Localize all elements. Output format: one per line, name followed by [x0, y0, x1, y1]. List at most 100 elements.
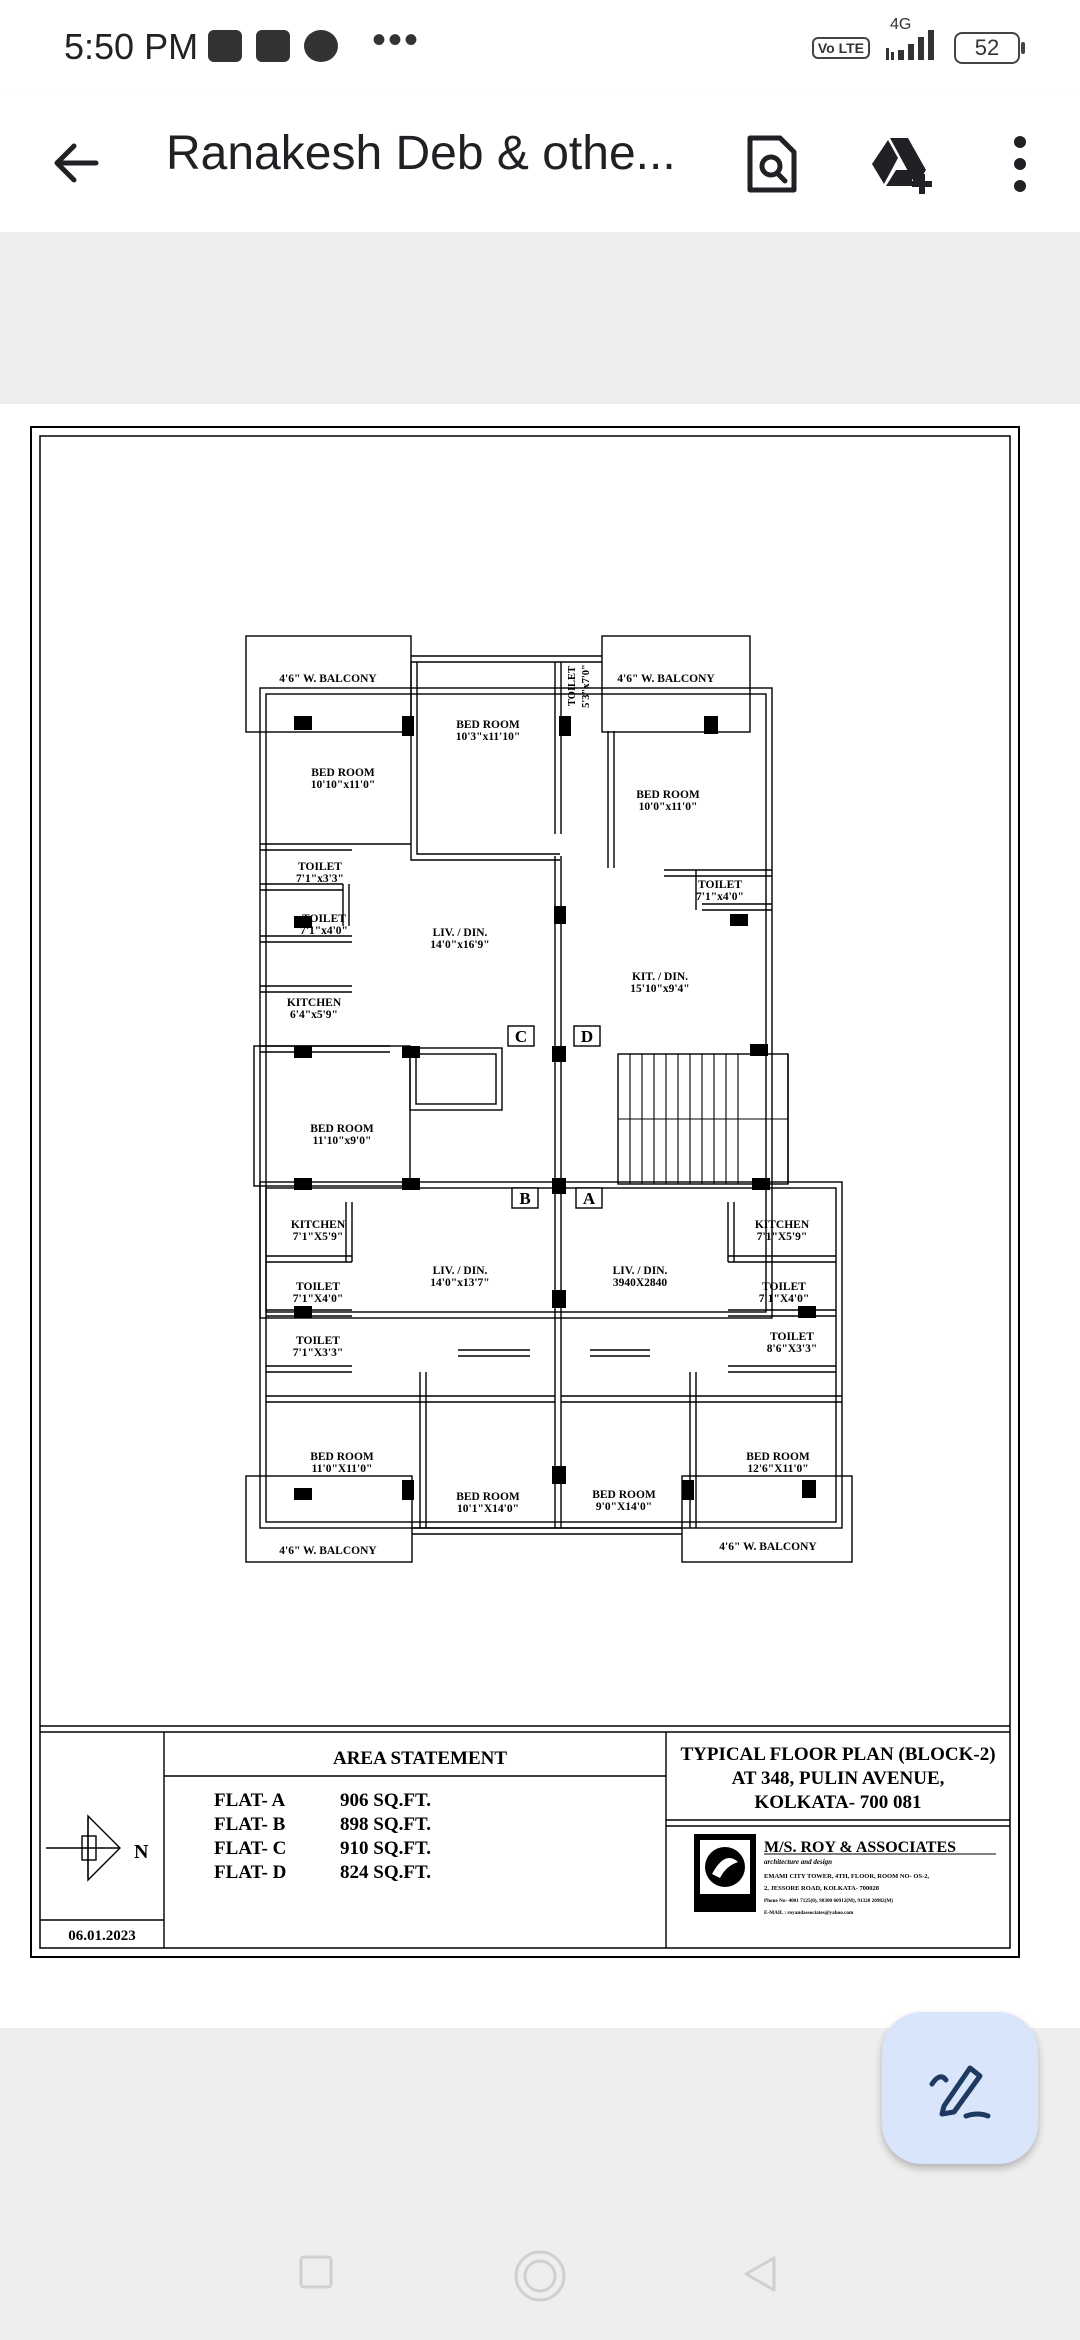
room-dimension: 7'1"x4'0": [696, 891, 744, 903]
pdf-page[interactable]: C D B A 4'6" W. BALCONY 4'6" W. BALCONY …: [0, 404, 1080, 2028]
room-dimension: 11'10"x9'0": [313, 1135, 372, 1147]
room-label: TOILET: [770, 1331, 814, 1343]
room-dimension: 7'1"x4'0": [300, 925, 348, 937]
back-nav-icon[interactable]: [742, 2254, 778, 2294]
room-dimension: 7'1"X4'0": [293, 1293, 343, 1305]
area-value: 824 SQ.FT.: [340, 1862, 431, 1883]
area-statement-title: AREA STATEMENT: [333, 1748, 507, 1769]
firm-address: 2, JESSORE ROAD, KOLKATA- 700028: [764, 1885, 880, 1892]
room-dimension: 14'0"x13'7": [430, 1277, 489, 1289]
room-label: BED ROOM: [456, 719, 520, 731]
network-type: 4G: [890, 16, 912, 33]
status-time: 5:50 PM: [64, 26, 199, 67]
room-dimension: 14'0"x16'9": [430, 939, 489, 951]
room-dimension: 7'1"x3'3": [296, 873, 344, 885]
status-right: Vo LTE 4G 52: [811, 16, 1025, 67]
edit-pen-icon: [929, 2065, 991, 2119]
room-label: BED ROOM: [311, 767, 375, 779]
status-bar: 5:50 PM ••• Vo LTE 4G 52: [0, 0, 1080, 96]
battery-icon: 52: [954, 31, 1025, 64]
balcony-label: 4'6" W. BALCONY: [719, 1541, 817, 1553]
signal-icon: 4G: [884, 16, 940, 67]
room-label: KIT. / DIN.: [632, 971, 688, 983]
flat-tag-b: B: [519, 1189, 530, 1208]
balcony-label: 4'6" W. BALCONY: [279, 1545, 377, 1557]
volte-badge: Vo LTE: [811, 36, 870, 59]
add-to-drive-icon[interactable]: [866, 128, 938, 200]
system-nav-bar: [0, 2220, 1080, 2340]
room-label: TOILET: [302, 913, 346, 925]
area-flat: FLAT- B: [214, 1814, 286, 1835]
room-label: TOILET: [296, 1281, 340, 1293]
firm-address: EMAMI CITY TOWER, 4TH, FLOOR, ROOM NO- O…: [764, 1873, 929, 1880]
north-label: N: [134, 1841, 149, 1863]
room-dimension: 10'1"X14'0": [457, 1503, 519, 1515]
room-dimension: 7'1"X4'0": [759, 1293, 809, 1305]
room-dimension: 11'0"X11'0": [312, 1463, 373, 1475]
room-label: BED ROOM: [636, 789, 700, 801]
balcony-label: 4'6" W. BALCONY: [279, 673, 377, 685]
area-flat: FLAT- A: [214, 1790, 286, 1811]
room-label: BED ROOM: [310, 1451, 374, 1463]
room-dimension: 8'6"X3'3": [767, 1343, 817, 1355]
recents-icon[interactable]: [298, 2254, 334, 2290]
edit-fab[interactable]: [882, 2012, 1038, 2164]
notification-icons: [208, 30, 338, 62]
area-flat: FLAT- D: [214, 1862, 286, 1883]
room-dimension: 6'4"x5'9": [290, 1009, 338, 1021]
room-dimension: 5'3"x7'0": [581, 664, 592, 708]
firm-logo: [694, 1834, 756, 1912]
balcony-label: 4'6" W. BALCONY: [617, 673, 715, 685]
room-dimension: 7'1"X5'9": [757, 1231, 807, 1243]
more-options-icon[interactable]: [984, 128, 1056, 200]
room-label: TOILET: [698, 879, 742, 891]
area-value: 906 SQ.FT.: [340, 1790, 431, 1811]
document-top-margin: [0, 232, 1080, 404]
room-dimension: 3940X2840: [613, 1277, 668, 1289]
room-label: TOILET: [762, 1281, 806, 1293]
home-icon[interactable]: [512, 2248, 568, 2304]
area-value: 910 SQ.FT.: [340, 1838, 431, 1859]
firm-tagline: architecture and design: [764, 1858, 832, 1866]
firm-phone: Phone No- 4001 7125(0), 98300 60912(M), …: [764, 1897, 893, 1904]
area-value: 898 SQ.FT.: [340, 1814, 431, 1835]
room-dimension: 15'10"x9'4": [630, 983, 689, 995]
search-document-icon[interactable]: [736, 128, 808, 200]
plan-address: AT 348, PULIN AVENUE,: [732, 1768, 945, 1789]
document-title: Ranakesh Deb & othe...: [166, 127, 676, 180]
plan-city: KOLKATA- 700 081: [754, 1792, 921, 1813]
back-arrow-icon[interactable]: [44, 130, 110, 196]
room-label: KITCHEN: [291, 1219, 346, 1231]
room-dimension: 9'0"X14'0": [596, 1501, 652, 1513]
room-label: LIV. / DIN.: [433, 1265, 488, 1277]
room-dimension: 10'0"x11'0": [639, 801, 698, 813]
room-dimension: 7'1"X5'9": [293, 1231, 343, 1243]
flat-tag-c: C: [515, 1027, 527, 1046]
room-dimension: 12'6"X11'0": [747, 1463, 808, 1475]
room-label: KITCHEN: [287, 997, 342, 1009]
message-icon: [208, 30, 242, 62]
room-label: LIV. / DIN.: [433, 927, 488, 939]
message-icon: [256, 30, 290, 62]
room-dimension: 10'3"x11'10": [456, 731, 521, 743]
room-label: TOILET: [296, 1335, 340, 1347]
room-label: TOILET: [298, 861, 342, 873]
room-label: KITCHEN: [755, 1219, 810, 1231]
firm-name: M/S. ROY & ASSOCIATES: [764, 1839, 956, 1856]
room-label: BED ROOM: [592, 1489, 656, 1501]
room-label: LIV. / DIN.: [613, 1265, 668, 1277]
room-dimension: 7'1"X3'3": [293, 1347, 343, 1359]
chrome-icon: [304, 30, 338, 62]
flat-tag-a: A: [583, 1189, 596, 1208]
room-dimension: 10'10"x11'0": [311, 779, 376, 791]
more-notifications-icon: •••: [372, 18, 421, 62]
area-statement-table: FLAT- A 906 SQ.FT. FLAT- B 898 SQ.FT. FL…: [214, 1790, 431, 1883]
room-label: BED ROOM: [456, 1491, 520, 1503]
room-label: TOILET: [567, 666, 578, 706]
app-bar: Ranakesh Deb & othe...: [0, 96, 1080, 232]
area-flat: FLAT- C: [214, 1838, 286, 1859]
room-label: BED ROOM: [746, 1451, 810, 1463]
room-label: BED ROOM: [310, 1123, 374, 1135]
plan-title: TYPICAL FLOOR PLAN (BLOCK-2): [680, 1744, 995, 1765]
drawing-date: 06.01.2023: [68, 1928, 136, 1944]
